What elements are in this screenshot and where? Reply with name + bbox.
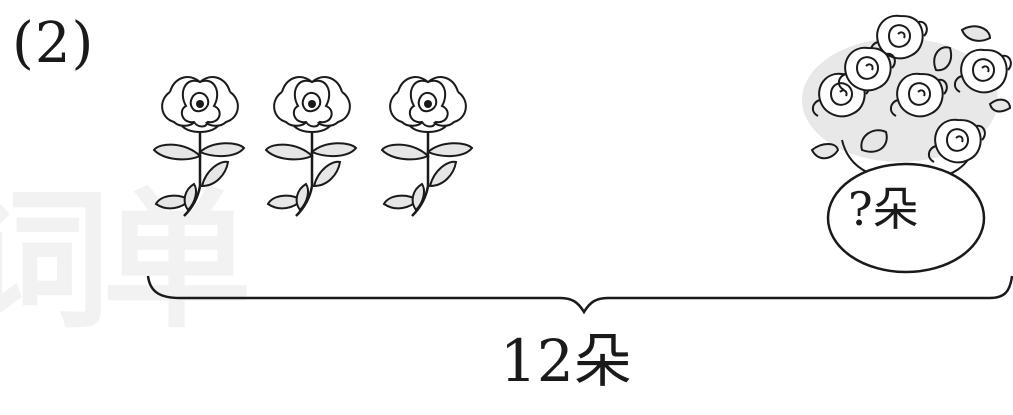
flower-icon xyxy=(380,75,474,218)
flower-icon xyxy=(264,75,358,218)
total-label: 12朵 xyxy=(500,327,632,395)
vase-unknown-label: ?朵 xyxy=(848,182,919,236)
flower-icon xyxy=(152,75,246,218)
watermark: 词单 xyxy=(0,175,252,349)
problem-number: (2) xyxy=(12,11,95,76)
vase-bouquet-icon xyxy=(802,14,1012,274)
brace-icon xyxy=(146,275,1013,315)
